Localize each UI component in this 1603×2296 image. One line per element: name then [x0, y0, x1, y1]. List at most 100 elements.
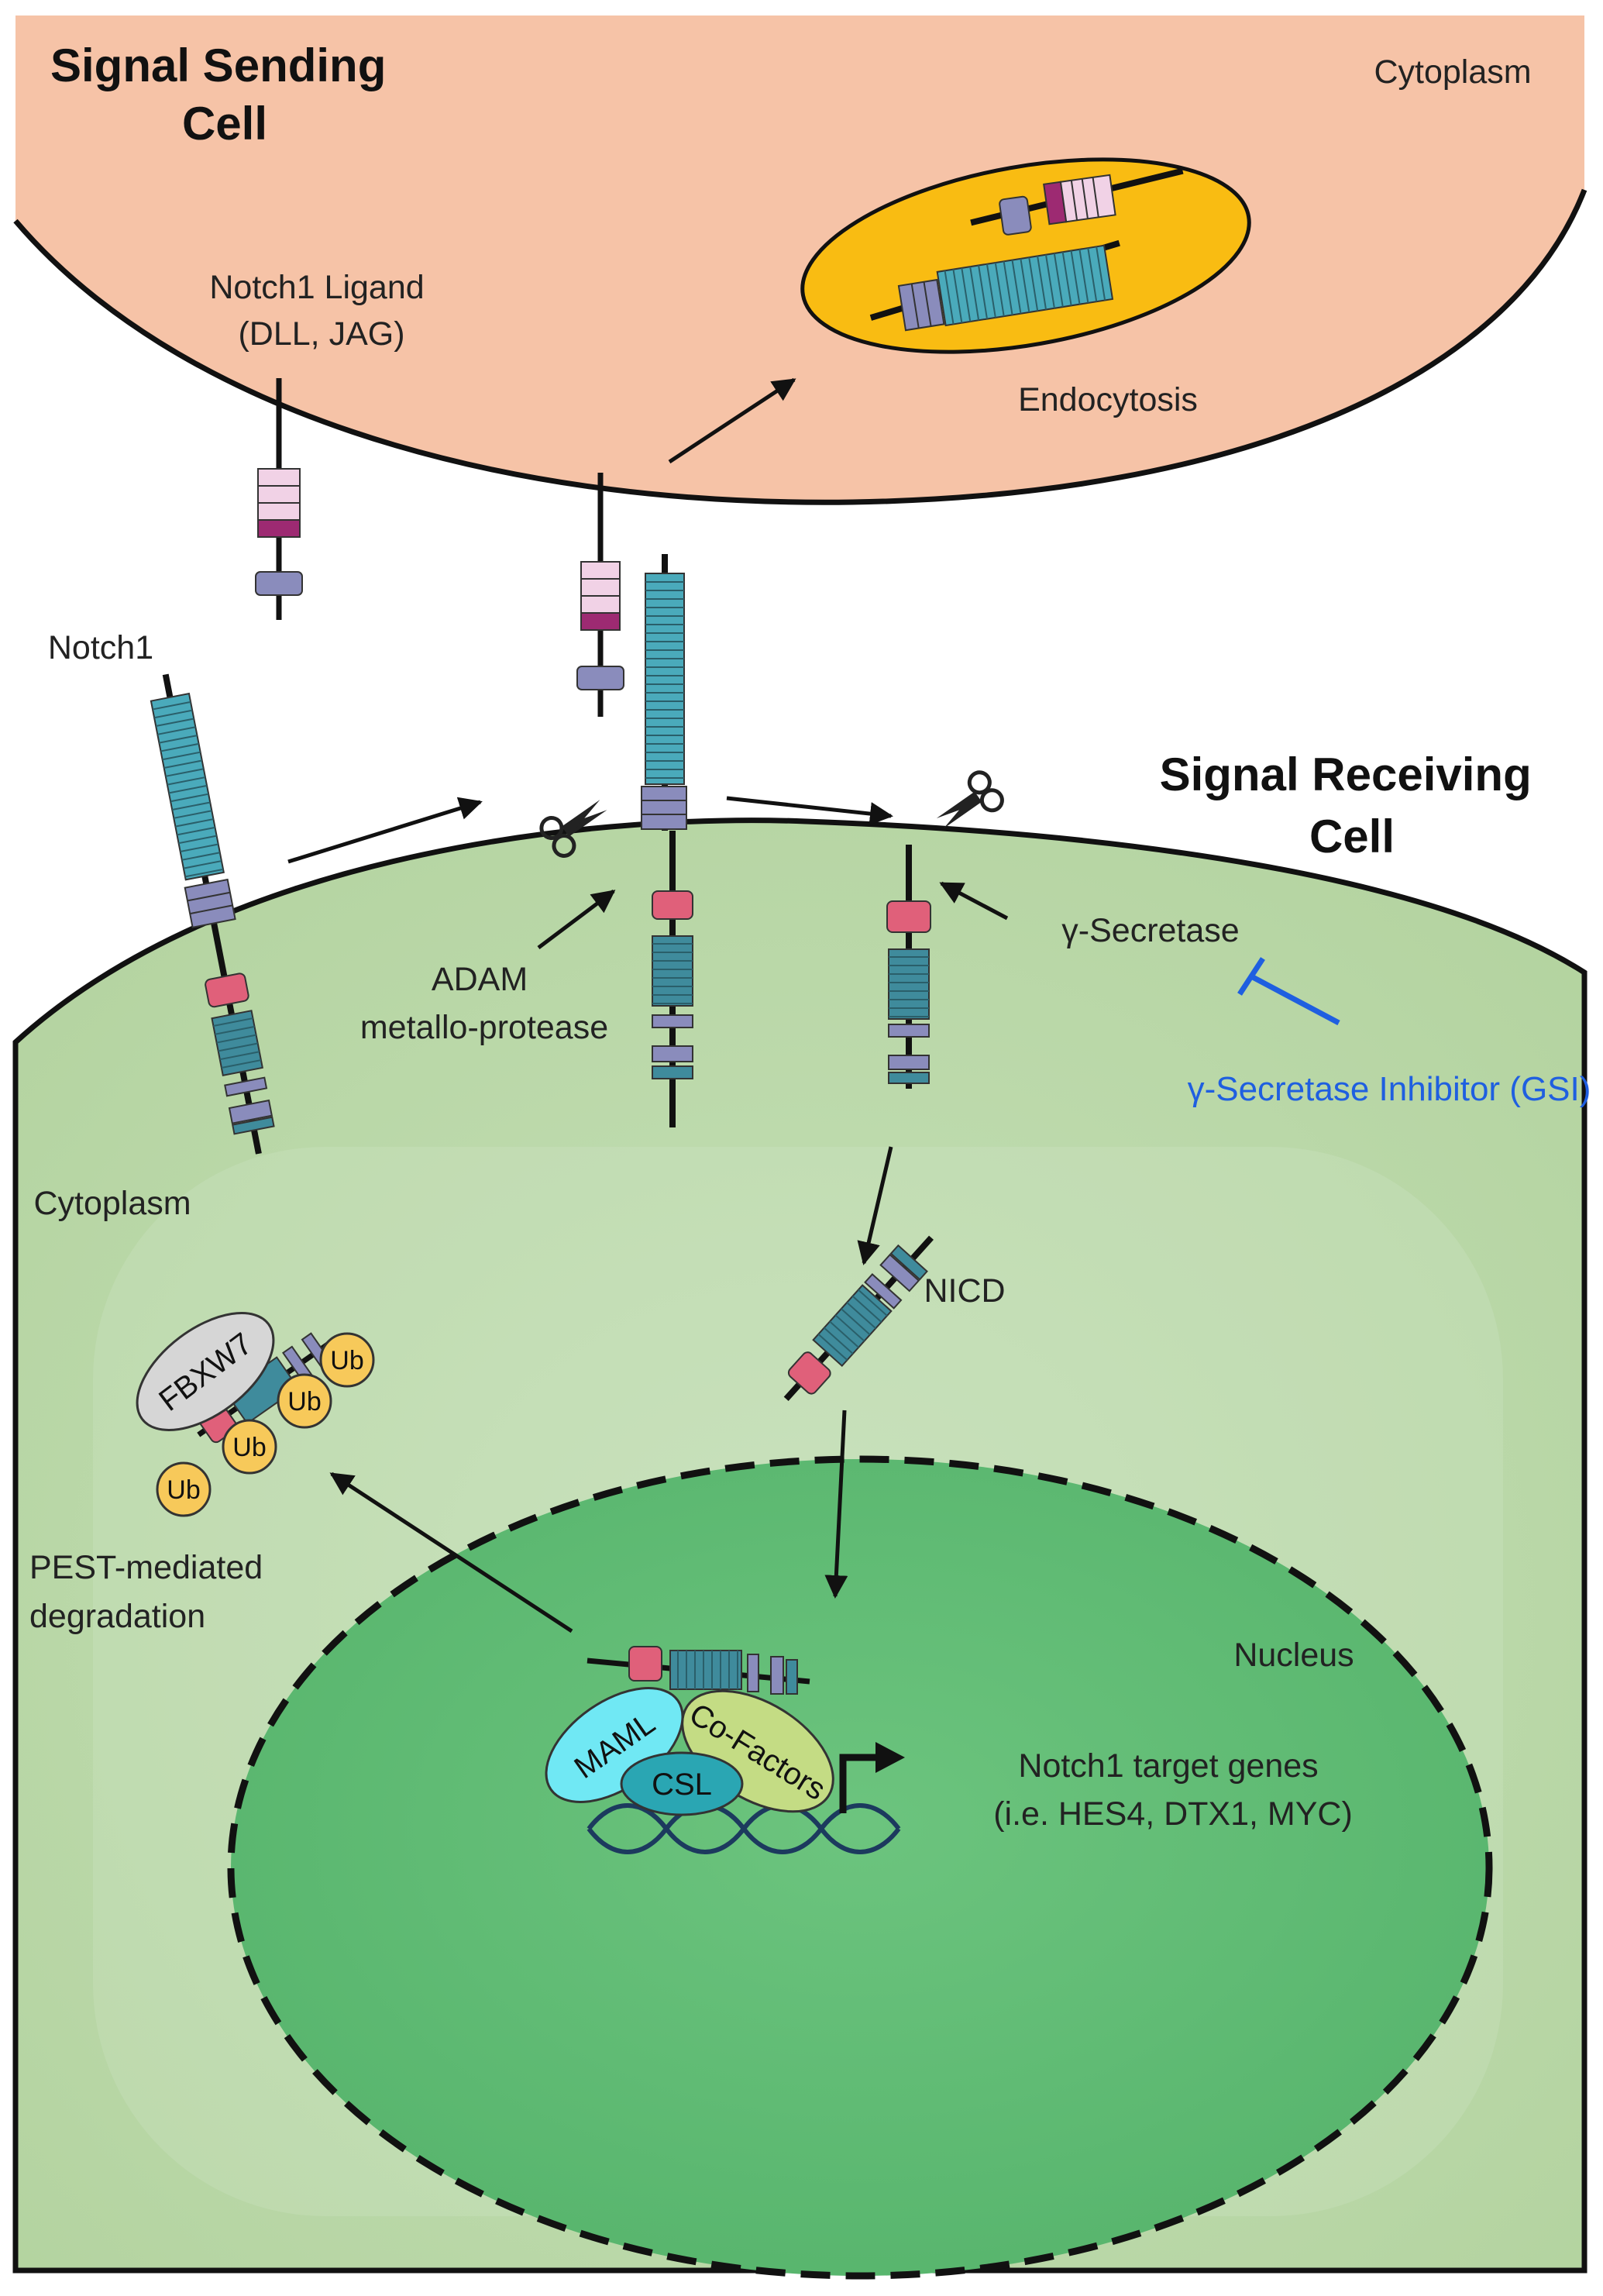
gsi-label: γ-Secretase Inhibitor (GSI): [1188, 1070, 1591, 1108]
gsi-inhibition-symbol: [1237, 957, 1340, 1026]
notch1-label: Notch1: [48, 629, 153, 666]
domain-stripe: [170, 793, 209, 803]
adam-label: ADAM metallo-protease: [360, 961, 608, 1046]
scissors-icon: [936, 770, 1004, 829]
domain-stripe: [180, 843, 218, 852]
gamma-secretase-label: γ-Secretase: [1061, 912, 1239, 949]
domain-stripe: [829, 1320, 859, 1348]
domain-stripe: [1096, 246, 1106, 301]
csl-label: CSL: [652, 1768, 712, 1802]
domain-stripe: [1020, 258, 1030, 313]
endosome-egf-stripes: [944, 246, 1106, 325]
arrow-to-degradation: [329, 1472, 573, 1633]
domain-stripe: [1011, 260, 1022, 314]
domain-stripe: [969, 267, 980, 321]
csl-oval: [620, 1751, 744, 1816]
nicd-label: NICD: [924, 1272, 1005, 1310]
ubiquitin-group: Ub Ub Ub Ub: [156, 1332, 375, 1517]
s3-notch-intracellular-stripes: [889, 956, 929, 1017]
arrows: [287, 377, 1009, 1633]
domain-stripe: [978, 265, 988, 319]
arrow-adam-to-site: [537, 890, 616, 949]
domain-stripe: [167, 776, 206, 786]
arrow-s2-to-s3: [726, 796, 893, 826]
arrow-to-nicd: [857, 1146, 893, 1265]
domain-stripe: [1053, 253, 1064, 308]
domain-stripe: [841, 1308, 871, 1336]
domain-stripe: [994, 262, 1005, 317]
domain-stripe: [834, 1314, 865, 1342]
domain-stripe: [165, 768, 205, 777]
domain-stripe: [846, 1302, 876, 1330]
domain-stripe: [163, 759, 202, 769]
domain-stripe: [177, 826, 215, 836]
domain-stripe: [183, 860, 222, 869]
domain-stripe: [944, 270, 955, 325]
transcription-start-arrow: [839, 1742, 905, 1813]
domain-stripe: [961, 267, 972, 322]
target-genes-label: Notch1 target genes (i.e. HES4, DTX1, MY…: [993, 1747, 1353, 1833]
domain-stripe: [1003, 261, 1013, 315]
pest-degradation-label: PEST-mediated degradation: [29, 1549, 272, 1635]
domain-stripe: [1061, 252, 1072, 306]
domain-stripe: [1044, 254, 1055, 308]
domain-stripe: [1037, 256, 1047, 310]
domain-stripe: [216, 1034, 256, 1044]
domain-stripe: [218, 1042, 258, 1052]
sending-cell-membrane: [13, 188, 1588, 505]
nucleus-label: Nucleus: [1233, 1637, 1354, 1674]
arrow-nicd-to-nucleus: [824, 1410, 848, 1599]
domain-stripe: [153, 709, 193, 719]
internalized-notch-ecd: [869, 239, 1120, 332]
domain-stripe: [171, 801, 211, 811]
notch1-ligand-bound: [576, 473, 624, 717]
scissors-icon: [539, 800, 607, 858]
domain-stripe: [824, 1327, 854, 1355]
notch1-receptor-bound: [641, 554, 693, 1127]
bound-notch-intracellular-stripes: [652, 943, 693, 1004]
ub-label: Ub: [232, 1433, 266, 1462]
domain-stripe: [1087, 247, 1098, 302]
domain-stripe: [952, 269, 963, 323]
domain-stripe: [221, 1059, 262, 1069]
arrow-notch-to-binding: [287, 797, 483, 864]
signal-receiving-cell-title: Signal Receiving Cell: [1160, 749, 1545, 862]
domain-stripe: [219, 1051, 260, 1061]
domain-stripe: [986, 263, 996, 318]
arrow-to-endocytosis: [668, 377, 796, 464]
bound-notch-egf-stripes: [645, 581, 684, 779]
notch1-receptor-s3: [886, 845, 931, 1089]
endocytosis-label: Endocytosis: [1018, 381, 1198, 418]
notch1-egf-stripes: [152, 701, 224, 878]
domain-stripe: [181, 852, 221, 861]
nicd-fragment: [783, 1235, 934, 1402]
fbxw7-oval: [136, 1312, 275, 1431]
signal-sending-cell: [15, 15, 1584, 503]
domain-stripe: [858, 1289, 888, 1317]
domain-stripe: [157, 726, 196, 735]
notch1-receptor-full: [150, 673, 275, 1155]
notch1-ligand-free: [255, 378, 303, 620]
internalized-ligand: [970, 167, 1184, 236]
domain-stripe: [159, 735, 198, 744]
nicd-stripes: [817, 1289, 888, 1361]
domain-stripe: [1078, 249, 1089, 304]
arrow-gsecretase-to-site: [939, 881, 1009, 921]
domain-stripe: [152, 701, 191, 711]
domain-stripe: [156, 718, 194, 728]
notch1-intracellular-stripes: [213, 1017, 262, 1069]
cytoplasm-top-label: Cytoplasm: [1374, 53, 1531, 91]
domain-stripe: [175, 818, 214, 828]
domain-stripe: [168, 784, 208, 794]
notch1-ligand-label: Notch1 Ligand (DLL, JAG): [209, 269, 433, 353]
transcription-complex: Co-Factors MAML CSL: [545, 1646, 834, 1816]
domain-stripe: [178, 835, 217, 845]
ub-label: Ub: [287, 1387, 321, 1416]
domain-stripe: [213, 1017, 253, 1027]
domain-stripe: [184, 868, 224, 878]
ub-label: Ub: [167, 1475, 200, 1505]
nucleus: [227, 1455, 1493, 2280]
domain-stripe: [1028, 256, 1039, 312]
